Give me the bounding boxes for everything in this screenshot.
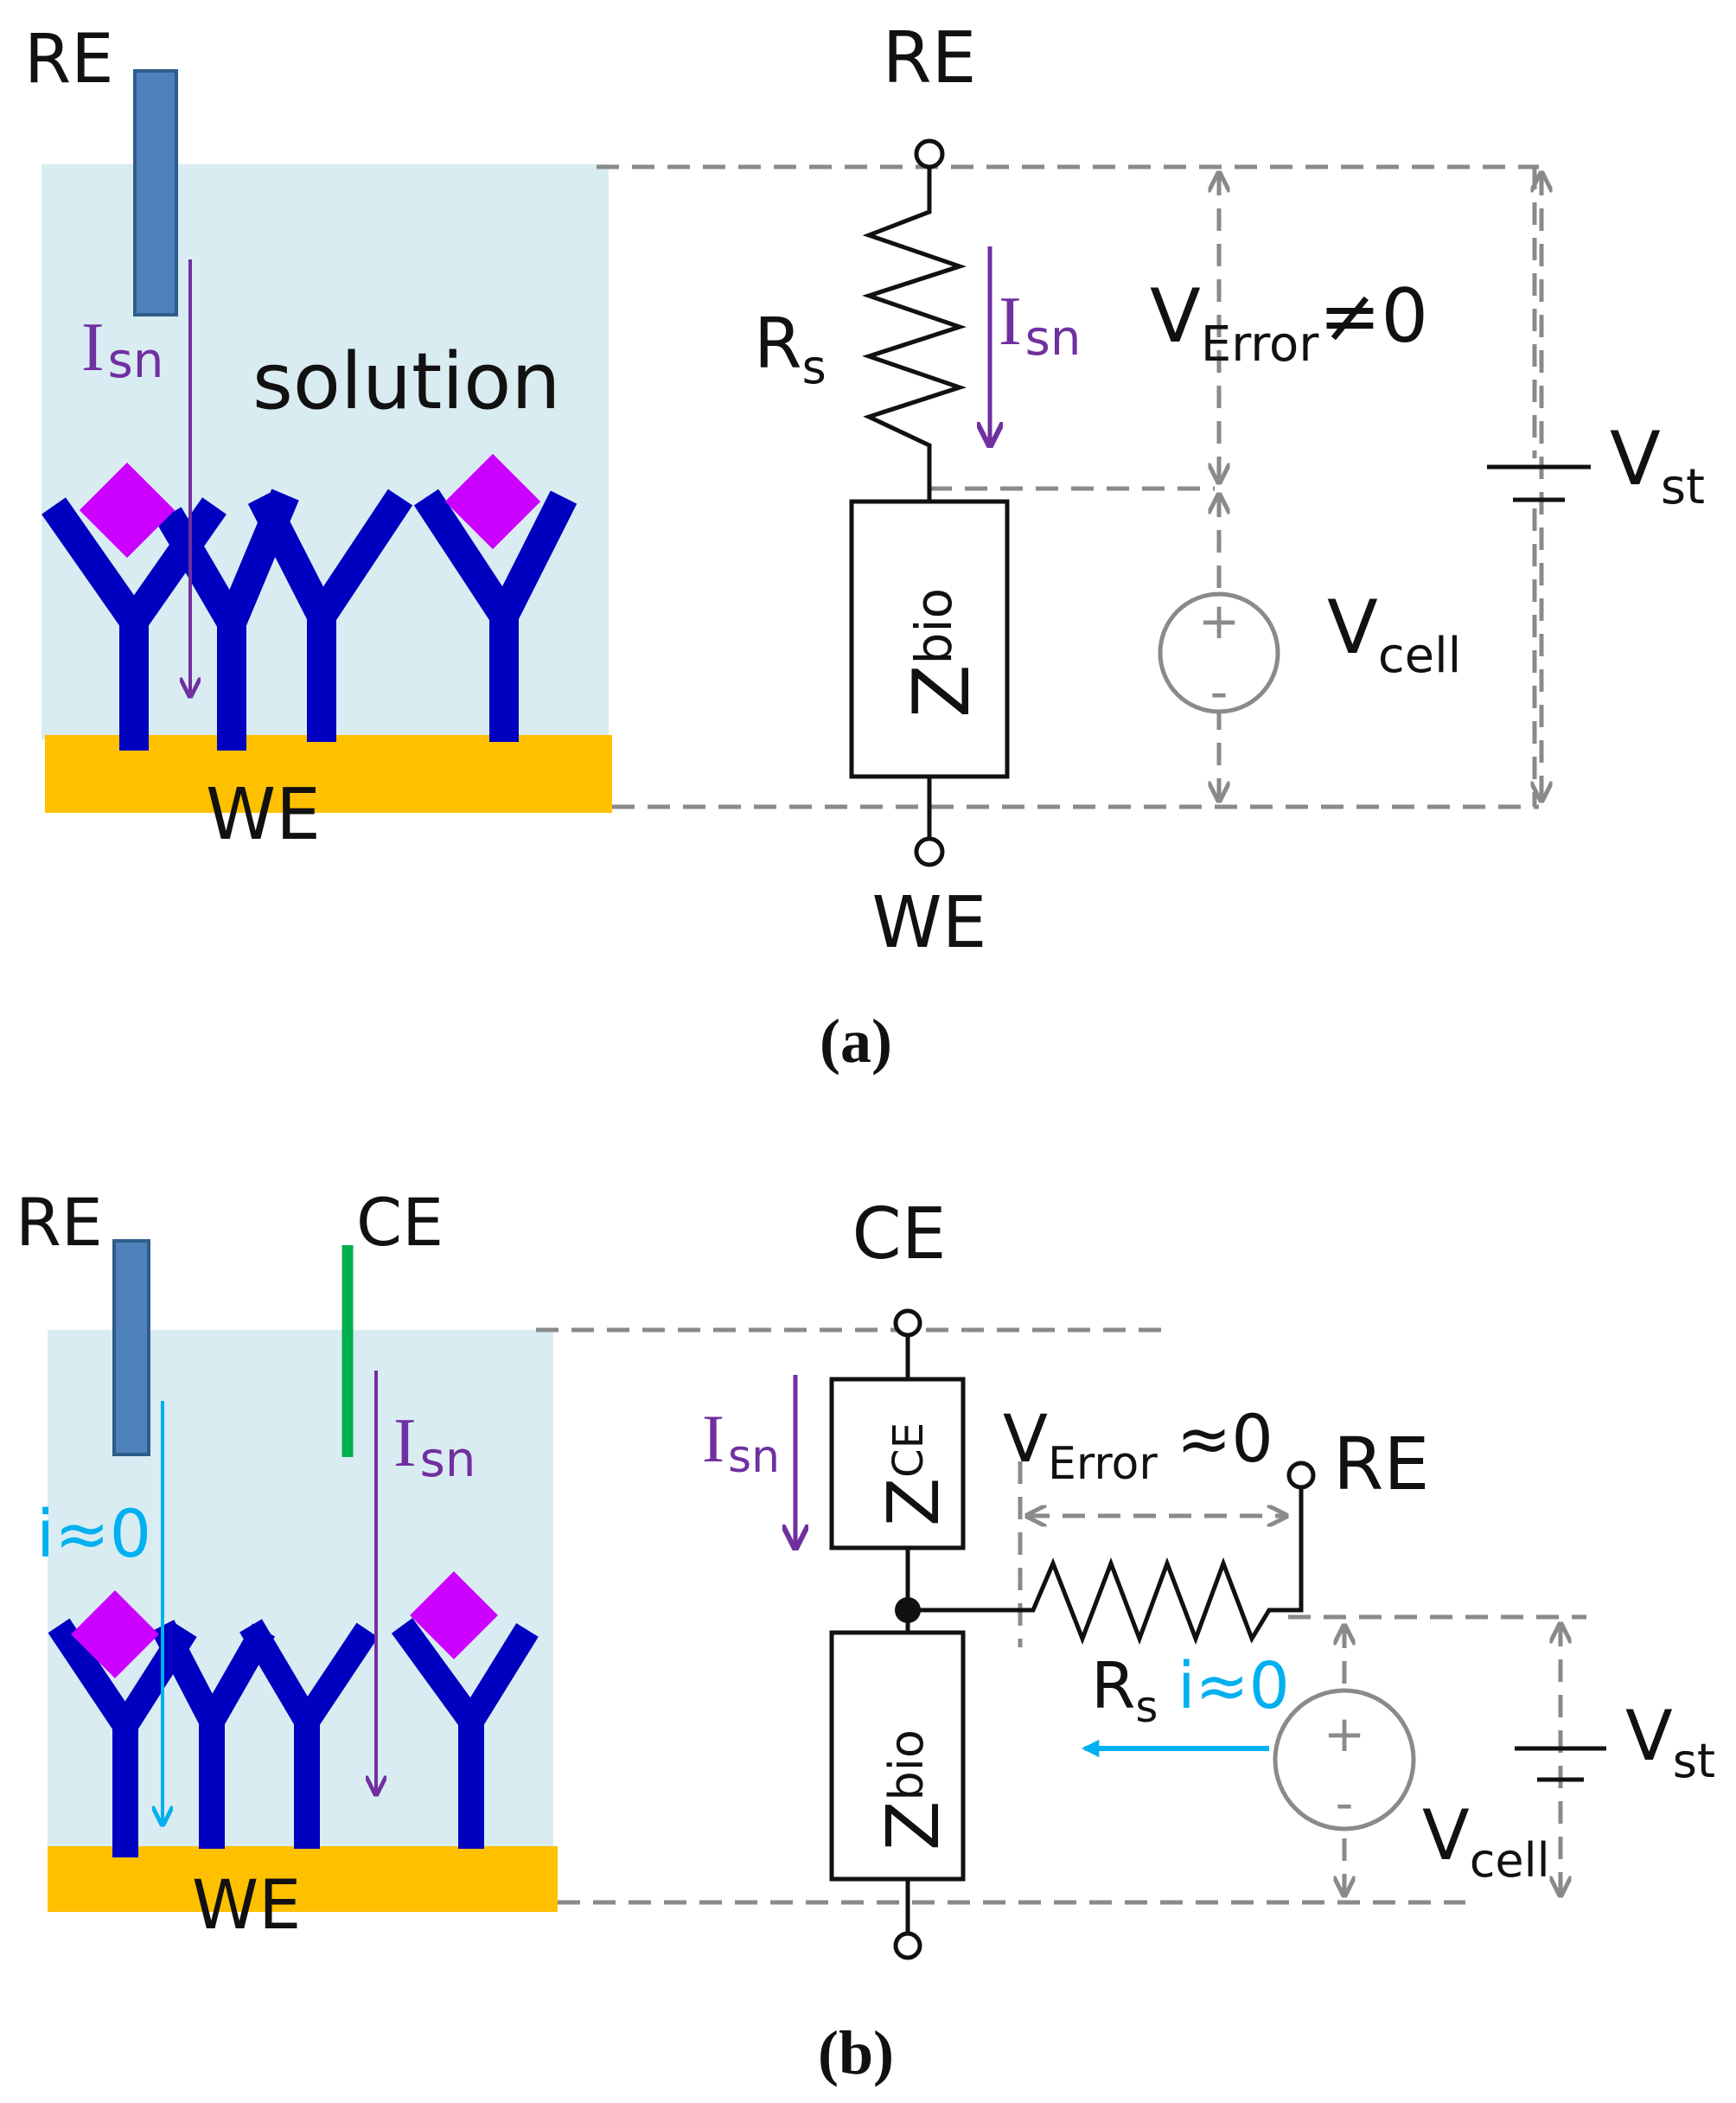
current-label: Isn bbox=[702, 1401, 780, 1483]
caption-a: (a) bbox=[820, 1007, 892, 1076]
re-terminal bbox=[1286, 1461, 1316, 1490]
vcell-minus: - bbox=[1210, 662, 1229, 721]
verror-label: VError≠0 bbox=[1150, 273, 1428, 373]
vcell-label: Vcell bbox=[1327, 585, 1461, 684]
leak-label: i≈0 bbox=[36, 1495, 151, 1572]
current-label: Isn bbox=[393, 1405, 475, 1488]
resistor-rs bbox=[908, 1487, 1304, 1646]
leak-label: i≈0 bbox=[1178, 1649, 1290, 1723]
antibody bbox=[41, 497, 227, 751]
verror-label: VError≈0 bbox=[1003, 1400, 1273, 1490]
zce-box bbox=[829, 1377, 966, 1550]
zce-label: ZCE bbox=[873, 1422, 955, 1526]
reference-electrode bbox=[133, 69, 178, 316]
we-label: WE bbox=[192, 1867, 301, 1945]
current-label: Isn bbox=[81, 310, 163, 389]
we-terminal bbox=[893, 1931, 922, 1960]
zbio-box bbox=[829, 1630, 966, 1882]
rs-label: Rs bbox=[1091, 1649, 1158, 1732]
vst-label: Vst bbox=[1625, 1696, 1715, 1788]
vcell-minus: - bbox=[1336, 1774, 1354, 1832]
re-label: RE bbox=[883, 17, 977, 99]
zbio-box bbox=[849, 499, 1010, 779]
vcell-plus: + bbox=[1324, 1704, 1366, 1763]
zbio-label: Zbio bbox=[897, 588, 987, 718]
rs-label: Rs bbox=[754, 304, 827, 394]
antibody bbox=[391, 1618, 539, 1849]
ce-terminal bbox=[893, 1308, 922, 1338]
cell-a: RE Isn solution WE bbox=[24, 21, 612, 856]
antibody bbox=[247, 489, 413, 742]
circuit-b: + - CE RE Isn ZCE Zbio VError≈0 Rs i≈0 V… bbox=[536, 1193, 1715, 1960]
re-terminal bbox=[914, 138, 945, 169]
antigen-marker bbox=[410, 1571, 498, 1659]
resistor-rs bbox=[862, 167, 967, 502]
vst-label: Vst bbox=[1610, 416, 1705, 515]
antibody bbox=[239, 1619, 379, 1849]
vcell-plus: + bbox=[1198, 591, 1241, 650]
circuit-a: + - RE WE Rs Isn Zbio VError≠0 Vcell Vst bbox=[597, 17, 1705, 964]
ce-label: CE bbox=[356, 1184, 444, 1261]
antigen-marker bbox=[79, 462, 176, 559]
caption-b: (b) bbox=[818, 2018, 894, 2087]
reference-electrode bbox=[112, 1239, 150, 1456]
current-label: Isn bbox=[999, 284, 1081, 367]
zbio-label: Zbio bbox=[871, 1729, 955, 1851]
panel-a: RE Isn solution WE + bbox=[24, 17, 1705, 1076]
vcell-source bbox=[1158, 591, 1280, 714]
cell-b: RE CE i≈0 Isn WE bbox=[16, 1184, 558, 1945]
re-label: RE bbox=[1333, 1422, 1429, 1506]
antibody-layer bbox=[48, 1618, 539, 1857]
re-label: RE bbox=[24, 21, 113, 99]
we-label: WE bbox=[206, 774, 321, 856]
we-terminal bbox=[914, 836, 945, 867]
antibody bbox=[413, 489, 578, 742]
antibody-layer bbox=[41, 489, 578, 751]
vcell-label: Vcell bbox=[1422, 1795, 1550, 1888]
antigen-marker bbox=[71, 1590, 159, 1678]
solution-label: solution bbox=[252, 336, 560, 427]
we-label: WE bbox=[872, 882, 987, 964]
panel-b: RE CE i≈0 Isn WE bbox=[16, 1184, 1715, 2087]
re-label: RE bbox=[16, 1184, 103, 1261]
vcell-source bbox=[1273, 1688, 1416, 1831]
ce-label: CE bbox=[852, 1193, 946, 1275]
antigen-marker bbox=[444, 453, 541, 550]
